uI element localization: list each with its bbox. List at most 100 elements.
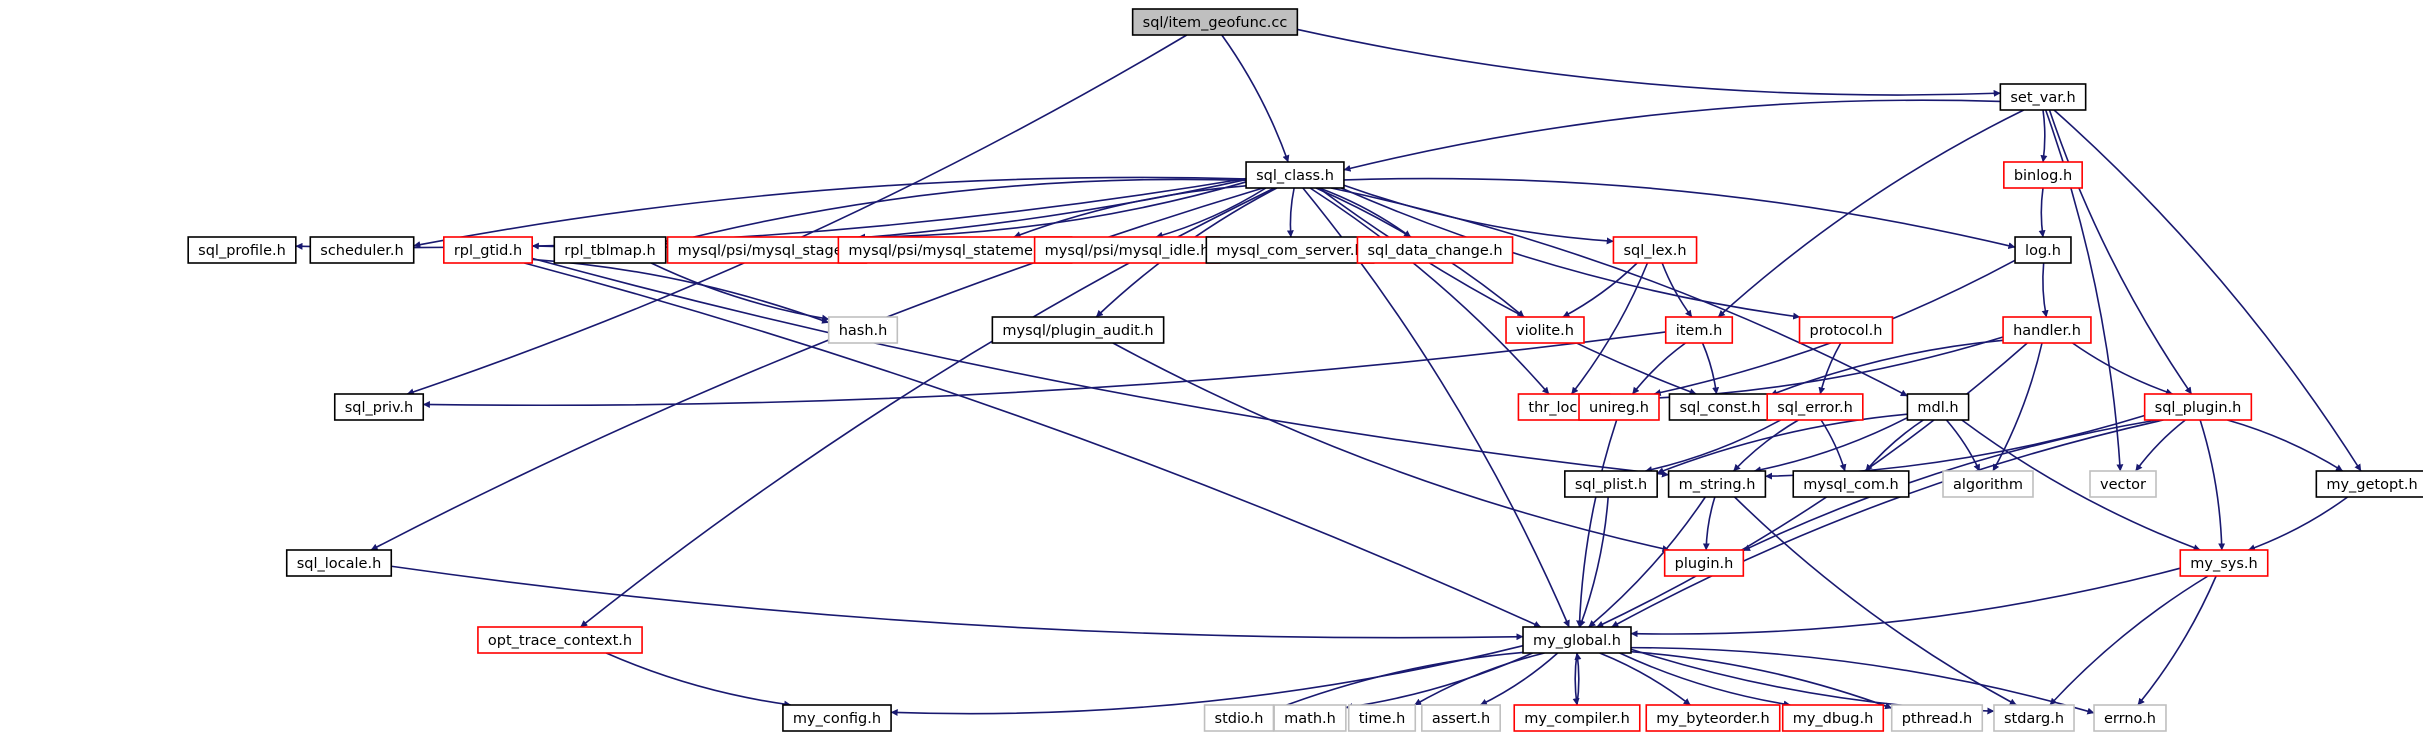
- node-label: sql_priv.h: [345, 400, 414, 416]
- edge-my_global-to-assert: [1479, 652, 1559, 706]
- node-algorithm[interactable]: algorithm: [1942, 470, 2034, 498]
- node-label: protocol.h: [1810, 323, 1883, 339]
- edge-my_global-to-my_config: [890, 644, 1524, 717]
- node-label: unireg.h: [1589, 400, 1649, 416]
- node-sql-const[interactable]: sql_const.h: [1668, 393, 1772, 421]
- node-my-dbug[interactable]: my_dbug.h: [1781, 704, 1885, 732]
- node-box: [1421, 704, 1501, 732]
- node-mysql-stage[interactable]: mysql/psi/mysql_stage.h: [666, 236, 868, 264]
- edge-sql_error-to-m_string: [1732, 419, 1799, 472]
- edge-item-to-unireg: [1631, 342, 1686, 395]
- node-label: sql_profile.h: [198, 243, 286, 259]
- node-label: mdl.h: [1917, 400, 1958, 416]
- node-sql-error[interactable]: sql_error.h: [1766, 393, 1864, 421]
- node-box: [1906, 393, 1970, 421]
- node-box: [2002, 316, 2092, 344]
- node-stdio[interactable]: stdio.h: [1203, 704, 1275, 732]
- node-vector[interactable]: vector: [2089, 470, 2157, 498]
- node-label: errno.h: [2104, 711, 2156, 727]
- edge-rpl_gtid-to-my_global: [524, 262, 1542, 628]
- node-box: [1131, 8, 1299, 36]
- node-violite[interactable]: violite.h: [1505, 316, 1585, 344]
- node-sql-priv[interactable]: sql_priv.h: [333, 393, 425, 421]
- node-hash[interactable]: hash.h: [827, 316, 899, 344]
- node-set-var[interactable]: set_var.h: [1999, 83, 2087, 111]
- edge-m_string-to-plugin: [1702, 496, 1716, 551]
- node-errno[interactable]: errno.h: [2093, 704, 2167, 732]
- edge-sql_class-to-sql_const: [1318, 187, 1697, 395]
- node-my-global[interactable]: my_global.h: [1522, 626, 1632, 654]
- node-my-compiler[interactable]: my_compiler.h: [1513, 704, 1641, 732]
- node-label: my_config.h: [793, 711, 881, 727]
- node-item[interactable]: item.h: [1664, 316, 1734, 344]
- edge-sql_locale-to-my_global: [391, 565, 1524, 641]
- node-sql-profile[interactable]: sql_profile.h: [187, 236, 297, 264]
- edge-rpl_gtid-to-m_string: [531, 257, 1669, 478]
- node-my-sys[interactable]: my_sys.h: [2179, 549, 2269, 577]
- node-sql-data-change[interactable]: sql_data_change.h: [1356, 236, 1514, 264]
- node-mysql-com-server[interactable]: mysql_com_server.h: [1205, 236, 1375, 264]
- node-label: my_byteorder.h: [1656, 711, 1769, 727]
- edge-sql_class-to-sql_profile: [295, 177, 1247, 250]
- edge-sql_plugin-to-my_global: [1611, 419, 2164, 628]
- node-my-byteorder[interactable]: my_byteorder.h: [1645, 704, 1781, 732]
- edge-sql_class-to-scheduler: [413, 176, 1247, 249]
- node-handler[interactable]: handler.h: [2002, 316, 2092, 344]
- node-box: [1513, 704, 1641, 732]
- node-stdarg[interactable]: stdarg.h: [1993, 704, 2075, 732]
- node-root[interactable]: sql/item_geofunc.cc: [1131, 8, 1299, 36]
- node-protocol[interactable]: protocol.h: [1798, 316, 1894, 344]
- edge-unireg-to-my_global: [1576, 419, 1618, 628]
- node-box: [1781, 704, 1885, 732]
- node-box: [285, 549, 393, 577]
- node-binlog[interactable]: binlog.h: [2003, 161, 2083, 189]
- node-sql-locale[interactable]: sql_locale.h: [285, 549, 393, 577]
- nodes-layer: sql/item_geofunc.cc set_var.h sql_class.h b…: [187, 8, 2423, 732]
- node-label: my_compiler.h: [1524, 711, 1630, 727]
- edge-sql_error-to-mysql_com: [1820, 419, 1847, 472]
- node-time[interactable]: time.h: [1347, 704, 1417, 732]
- node-label: stdarg.h: [2004, 711, 2064, 727]
- node-scheduler[interactable]: scheduler.h: [309, 236, 415, 264]
- node-rpl-tblmap[interactable]: rpl_tblmap.h: [553, 236, 667, 264]
- node-log[interactable]: log.h: [2014, 236, 2072, 264]
- node-box: [2143, 393, 2253, 421]
- node-label: log.h: [2025, 243, 2061, 259]
- node-sql-plugin[interactable]: sql_plugin.h: [2143, 393, 2253, 421]
- node-unireg[interactable]: unireg.h: [1578, 393, 1660, 421]
- node-box: [1612, 236, 1698, 264]
- node-plugin[interactable]: plugin.h: [1663, 549, 1745, 577]
- node-my-config[interactable]: my_config.h: [782, 704, 892, 732]
- edge-my_sys-to-my_global: [1630, 567, 2181, 638]
- node-pthread[interactable]: pthread.h: [1890, 704, 1984, 732]
- node-box: [2315, 470, 2423, 498]
- edge-sql_class-to-mysql_stage: [858, 181, 1247, 241]
- node-sql-plist[interactable]: sql_plist.h: [1564, 470, 1658, 498]
- node-opt-trace-context[interactable]: opt_trace_context.h: [477, 626, 643, 654]
- edge-my_global-to-my_compiler: [1572, 652, 1580, 706]
- node-box: [2089, 470, 2157, 498]
- node-mysql-statement[interactable]: mysql/psi/mysql_statement.h: [837, 236, 1073, 264]
- edge-my_getopt-to-my_sys: [2248, 496, 2349, 551]
- node-plugin-audit[interactable]: mysql/plugin_audit.h: [991, 316, 1165, 344]
- node-box: [2003, 161, 2083, 189]
- node-box: [1664, 316, 1734, 344]
- node-sql-lex[interactable]: sql_lex.h: [1612, 236, 1698, 264]
- node-label: sql/item_geofunc.cc: [1143, 15, 1288, 31]
- node-mysql-com[interactable]: mysql_com.h: [1792, 470, 1910, 498]
- node-label: mysql/psi/mysql_statement.h: [848, 243, 1061, 259]
- node-assert[interactable]: assert.h: [1421, 704, 1501, 732]
- node-label: mysql/psi/mysql_idle.h: [1045, 243, 1210, 259]
- node-mysql-idle[interactable]: mysql/psi/mysql_idle.h: [1033, 236, 1221, 264]
- node-mdl[interactable]: mdl.h: [1906, 393, 1970, 421]
- node-label: algorithm: [1953, 477, 2023, 493]
- node-my-getopt[interactable]: my_getopt.h: [2315, 470, 2423, 498]
- node-m-string[interactable]: m_string.h: [1667, 470, 1767, 498]
- node-label: sql_const.h: [1679, 400, 1760, 416]
- node-rpl-gtid[interactable]: rpl_gtid.h: [443, 236, 533, 264]
- node-box: [1792, 470, 1910, 498]
- node-sql-class[interactable]: sql_class.h: [1245, 161, 1345, 189]
- edge-sql_class-to-protocol: [1340, 187, 1801, 320]
- node-math[interactable]: math.h: [1273, 704, 1347, 732]
